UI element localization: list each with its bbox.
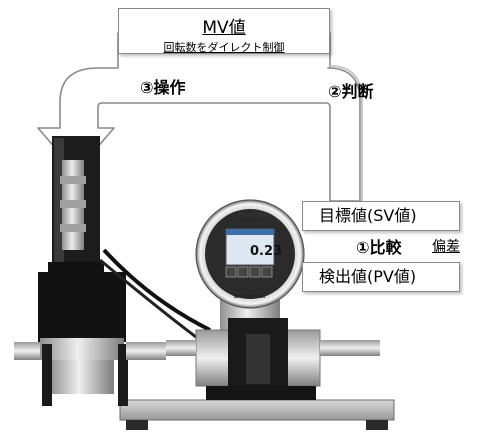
setpoint-sv-box: 目標値(SV値): [302, 201, 460, 231]
device-maker-label: Bronkhorst: [234, 294, 266, 300]
mv-value-box: MV値 回転数をダイレクト制御: [118, 8, 330, 54]
device-brand-label: ES-FLOW: [238, 212, 269, 219]
deviation-label: 偏差: [432, 239, 460, 255]
pump-assembly: [14, 136, 211, 406]
feedback-loop-arrow: [37, 32, 361, 202]
step-compare-label: ①比較: [356, 238, 402, 257]
base-plate: [119, 399, 395, 421]
mv-title: MV値: [202, 18, 246, 38]
step-operate-label: ③操作: [140, 78, 186, 97]
mv-subtitle: 回転数をダイレクト制御: [163, 41, 285, 54]
flow-meter: [166, 199, 380, 400]
step-judge-label: ②判断: [328, 82, 374, 101]
device-display-value: 0.23: [250, 244, 283, 259]
process-value-pv-box: 検出値(PV値): [302, 262, 460, 292]
